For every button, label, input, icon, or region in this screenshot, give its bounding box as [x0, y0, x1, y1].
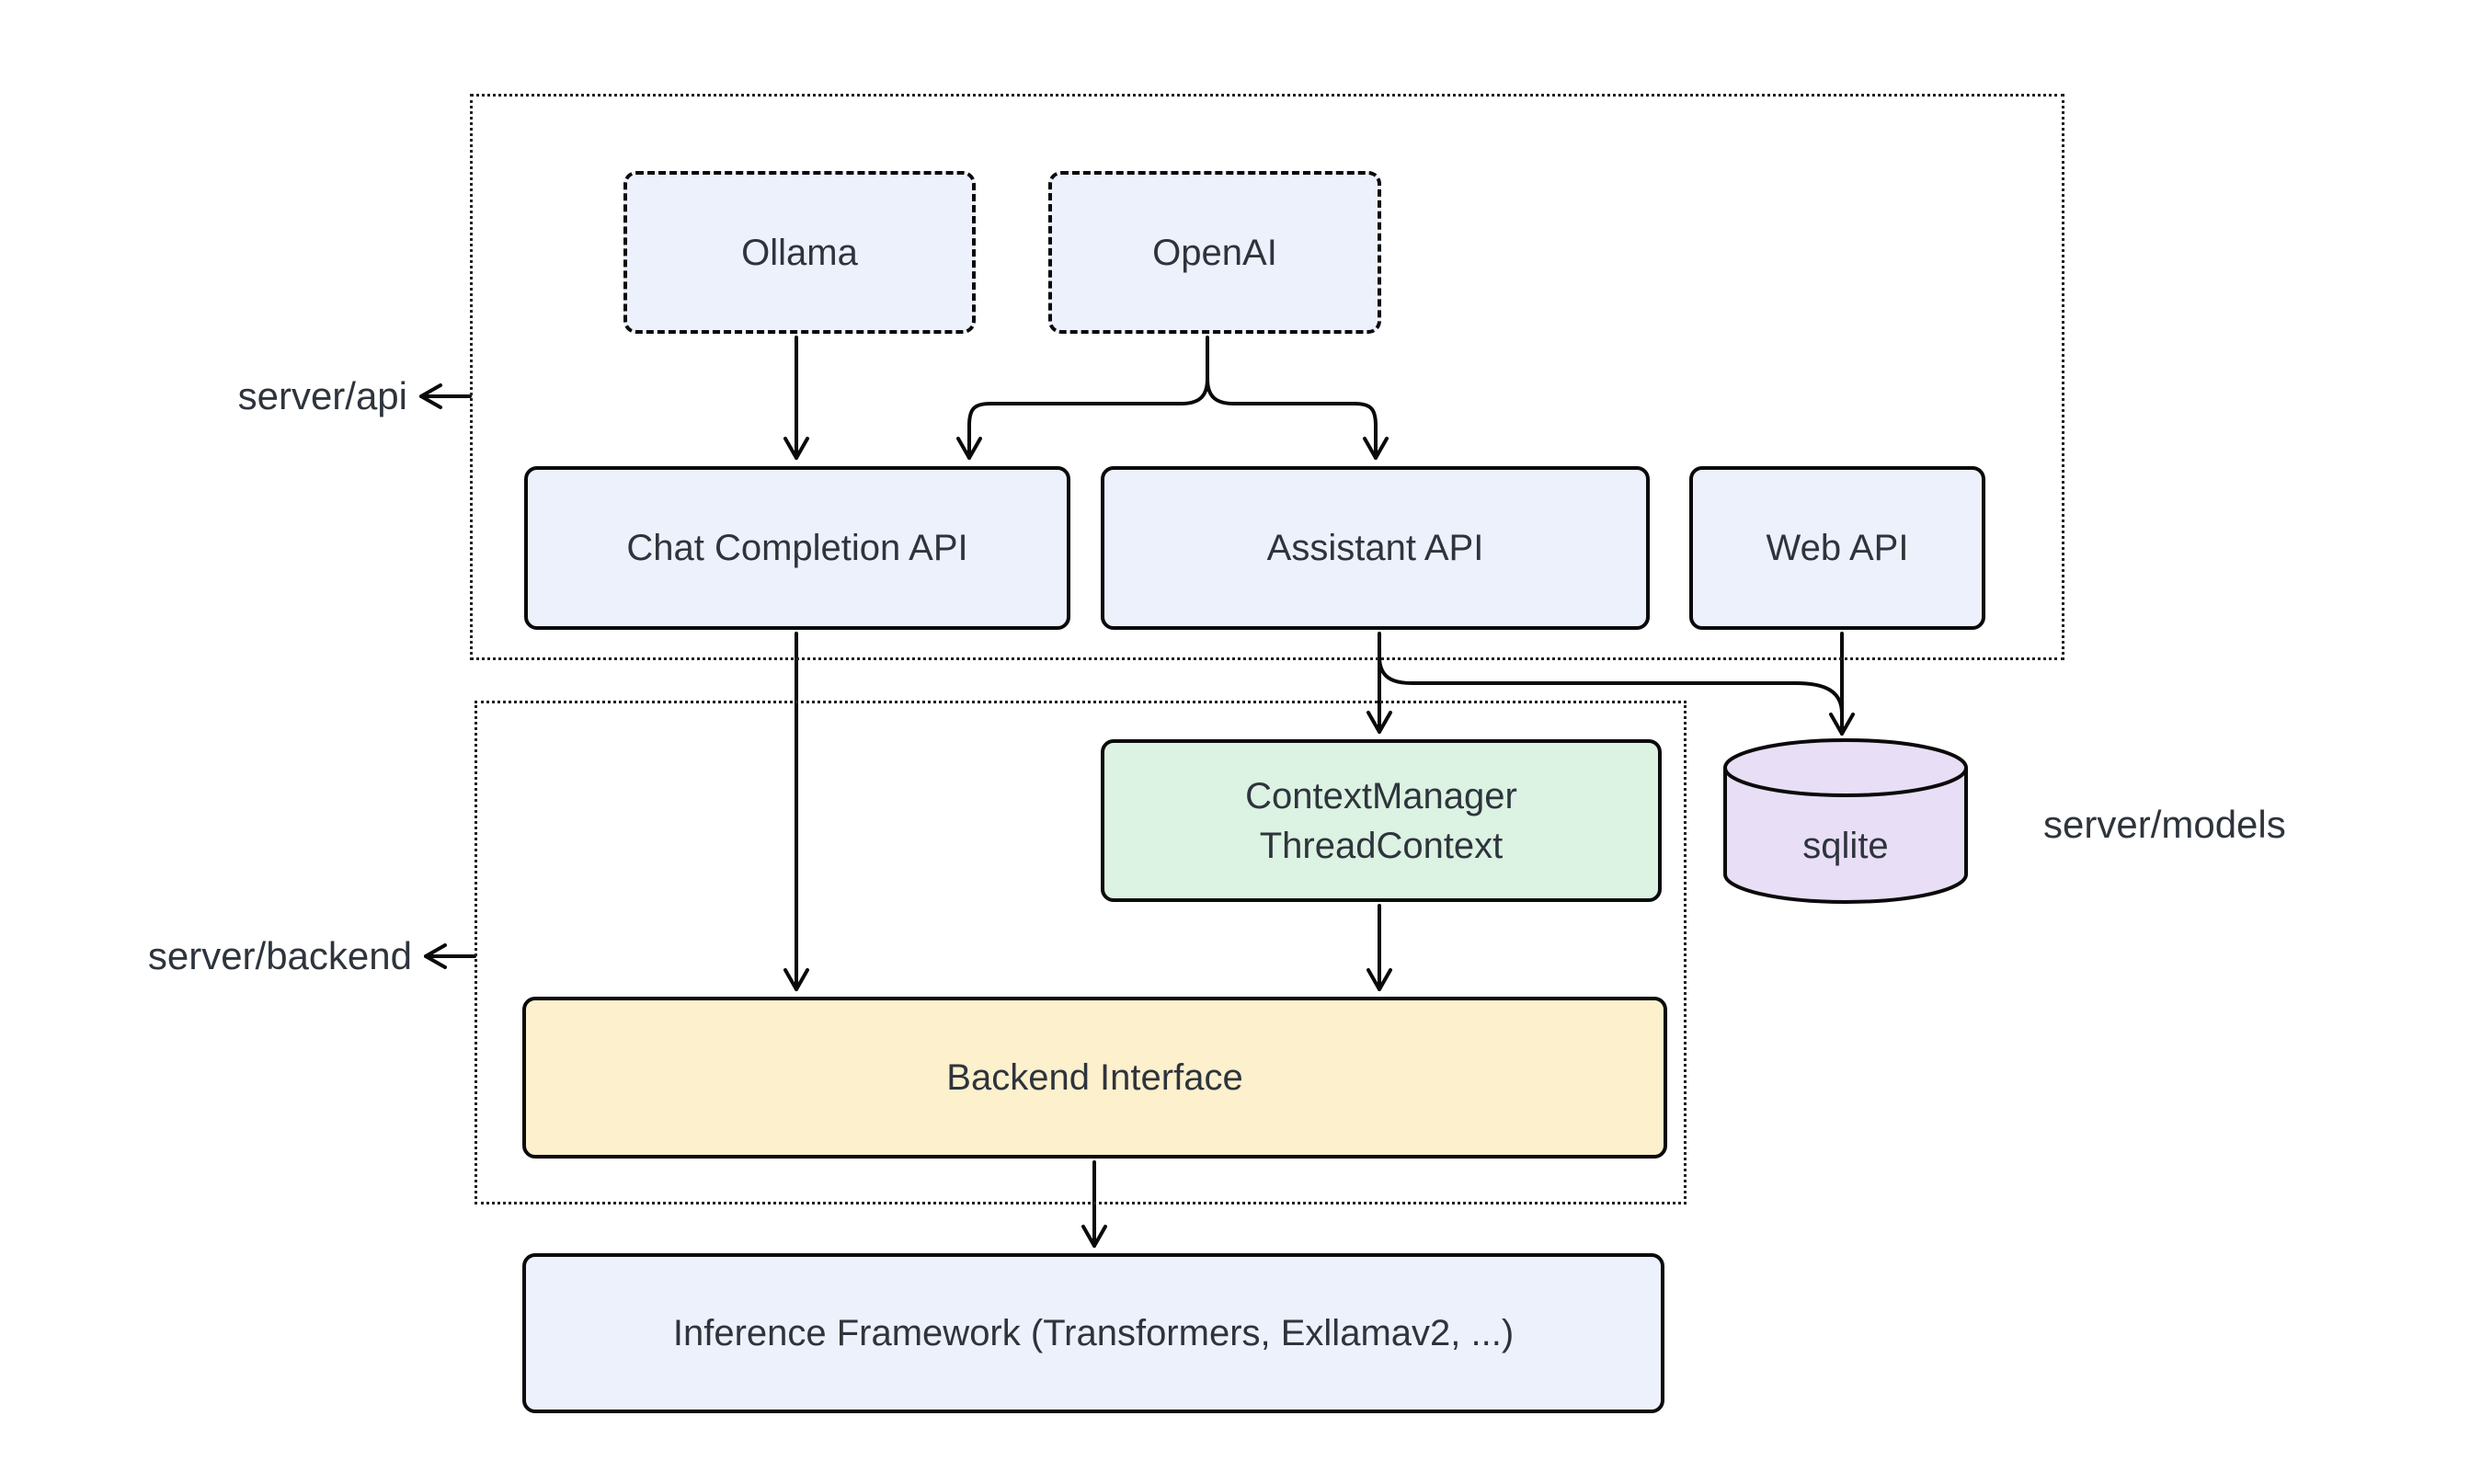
node-inference-framework-label: Inference Framework (Transformers, Exlla…: [672, 1313, 1515, 1353]
node-assistant-api-label: Assistant API: [1266, 528, 1484, 568]
node-ollama-label: Ollama: [741, 232, 858, 273]
sqlite-cylinder: [1723, 738, 1968, 904]
node-chat-completion-api-label: Chat Completion API: [626, 528, 968, 568]
node-assistant-api: Assistant API: [1101, 466, 1650, 630]
container-server-api: [470, 94, 2064, 660]
node-openai: OpenAI: [1048, 171, 1381, 334]
node-chat-completion-api: Chat Completion API: [524, 466, 1070, 630]
node-backend-interface-label: Backend Interface: [946, 1057, 1243, 1098]
label-server-backend: server/backend: [147, 934, 412, 977]
node-backend-interface: Backend Interface: [522, 997, 1667, 1159]
label-server-models: server/models: [2043, 803, 2286, 846]
node-web-api: Web API: [1689, 466, 1985, 630]
container-server-backend: [475, 701, 1687, 1204]
node-web-api-label: Web API: [1766, 528, 1909, 568]
node-context-manager-label-line1: ContextManager: [1245, 775, 1517, 816]
node-inference-framework: Inference Framework (Transformers, Exlla…: [522, 1253, 1664, 1413]
node-context-manager-label-line2: ThreadContext: [1259, 825, 1504, 866]
node-sqlite-label: sqlite: [1802, 826, 1889, 866]
label-server-api: server/api: [237, 374, 407, 417]
sqlite-cylinder-top: [1723, 738, 1968, 797]
node-openai-label: OpenAI: [1152, 232, 1277, 273]
node-context-manager: ContextManager ThreadContext: [1101, 739, 1662, 902]
node-ollama: Ollama: [623, 171, 976, 334]
